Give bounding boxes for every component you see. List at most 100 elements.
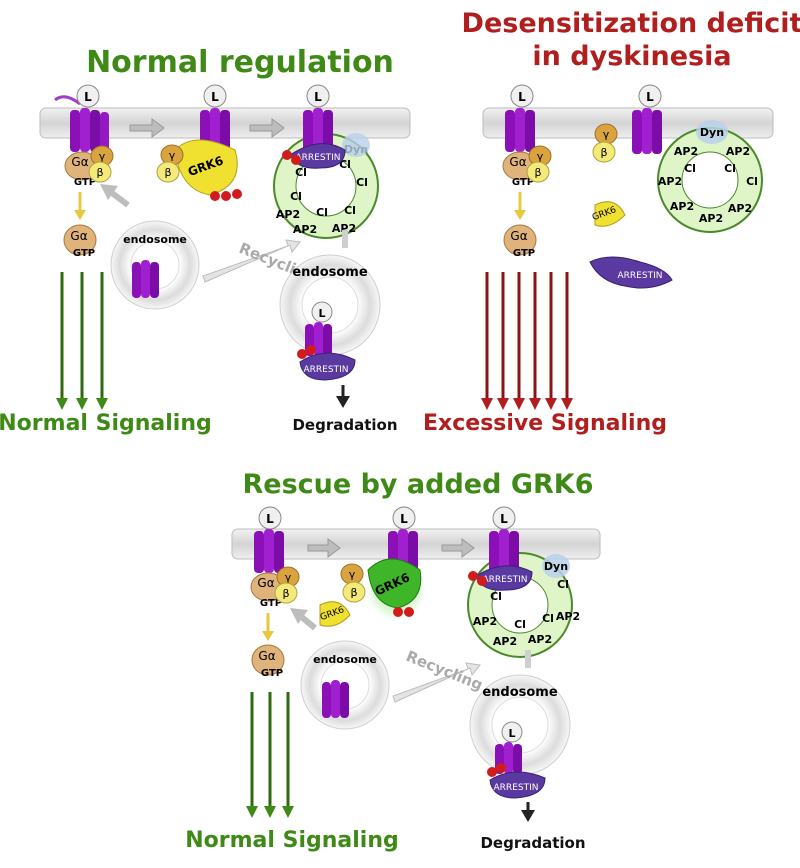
ligand-icon — [76, 84, 100, 108]
svg-text:AP2: AP2 — [473, 615, 497, 628]
arrow-degradation-normal — [336, 396, 350, 408]
g-beta-gamma-rescue: γ β — [340, 563, 366, 603]
signaling-arrows-excessive — [481, 272, 573, 410]
label-degradation-rescue: Degradation — [480, 834, 585, 852]
svg-text:AP2: AP2 — [556, 610, 580, 623]
svg-text:γ: γ — [537, 150, 544, 163]
svg-text:Gα: Gα — [258, 649, 275, 663]
svg-text:Cl: Cl — [724, 162, 736, 175]
arrow-recycling-rescue — [392, 662, 481, 703]
svg-text:γ: γ — [99, 150, 106, 163]
g-protein-dyskinesia: Gα GTP γ β — [502, 145, 552, 188]
svg-text:AP2: AP2 — [658, 175, 682, 188]
svg-text:GTP: GTP — [513, 248, 535, 259]
clathrin-pit-dyskinesia: Dyn AP2 AP2 AP2 Cl AP2 AP2 AP2 Cl Cl — [657, 120, 763, 233]
svg-text:β: β — [534, 166, 541, 179]
arrow-recycling-normal — [202, 239, 301, 283]
svg-text:ARRESTIN: ARRESTIN — [304, 365, 349, 375]
svg-text:endosome: endosome — [313, 653, 377, 666]
svg-text:Cl: Cl — [339, 158, 351, 171]
label-degradation-normal: Degradation — [292, 416, 397, 434]
receptor-1-dyskinesia: L — [505, 84, 535, 152]
svg-text:ARRESTIN: ARRESTIN — [296, 153, 341, 163]
g-alpha-free-dyskinesia — [503, 224, 537, 256]
svg-text:Cl: Cl — [356, 176, 368, 189]
svg-text:Gα: Gα — [510, 229, 527, 243]
title-rescue: Rescue by added GRK6 — [242, 469, 593, 500]
svg-text:AP2: AP2 — [276, 208, 300, 221]
arrow-step-1 — [129, 118, 165, 138]
arrestin-free-dyskinesia: ARRESTIN — [589, 256, 673, 289]
title-dyskinesia-line1: Desensitization deficit — [462, 8, 800, 39]
svg-text:ARRESTIN: ARRESTIN — [494, 783, 539, 793]
svg-text:β: β — [96, 166, 103, 179]
svg-text:Cl: Cl — [684, 162, 696, 175]
svg-text:Gα: Gα — [509, 155, 526, 169]
label-normal-signaling: Normal Signaling — [0, 411, 212, 436]
svg-text:GTP: GTP — [260, 598, 282, 609]
signaling-arrows-rescue — [246, 692, 294, 818]
g-beta-gamma-normal: γ β — [156, 144, 184, 183]
receptor-2-dyskinesia: L — [632, 84, 662, 154]
svg-text:L: L — [400, 512, 408, 526]
svg-text:Dyn: Dyn — [544, 560, 568, 573]
svg-text:Cl: Cl — [316, 206, 328, 219]
arrow-recycle-up-rescue — [290, 608, 308, 624]
svg-text:AP2: AP2 — [293, 223, 317, 236]
svg-text:L: L — [500, 512, 508, 526]
svg-text:endosome: endosome — [292, 265, 368, 280]
signaling-arrows-normal — [56, 272, 108, 410]
svg-text:ARRESTIN: ARRESTIN — [618, 271, 663, 281]
svg-text:AP2: AP2 — [332, 222, 356, 235]
receptor-endosome-big-rescue: L ARRESTIN — [487, 721, 546, 799]
arrow-recycle-up-normal — [100, 184, 118, 200]
svg-text:L: L — [314, 90, 322, 104]
receptor-3-arrestin-normal: L ARRESTIN — [282, 84, 346, 169]
svg-text:Gα: Gα — [257, 576, 274, 590]
arrow-step-1-rescue — [307, 538, 341, 558]
label-excessive-signaling: Excessive Signaling — [423, 411, 667, 436]
arrow-step-2 — [249, 118, 285, 138]
svg-text:Cl: Cl — [514, 618, 526, 631]
g-beta-gamma-dyskinesia: γ β — [592, 123, 618, 163]
svg-text:Dyn: Dyn — [700, 126, 724, 139]
svg-text:Cl: Cl — [746, 175, 758, 188]
svg-text:endosome: endosome — [123, 233, 187, 246]
svg-text:GTP: GTP — [73, 248, 95, 259]
svg-text:γ: γ — [603, 128, 610, 141]
svg-text:GTP: GTP — [261, 668, 283, 679]
svg-text:Gα: Gα — [70, 229, 87, 243]
receptor-3-arrestin-rescue: L ARRESTIN — [468, 506, 533, 591]
svg-text:AP2: AP2 — [699, 212, 723, 225]
svg-text:γ: γ — [285, 571, 292, 584]
svg-text:ARRESTIN: ARRESTIN — [483, 575, 528, 585]
svg-text:Cl: Cl — [557, 578, 569, 591]
svg-text:AP2: AP2 — [726, 145, 750, 158]
grk6-added-rescue — [319, 601, 351, 627]
svg-text:Cl: Cl — [295, 166, 307, 179]
svg-text:β: β — [164, 166, 171, 179]
svg-text:β: β — [350, 586, 357, 599]
svg-text:AP2: AP2 — [493, 635, 517, 648]
g-protein-normal: Gα GTP γ β — [64, 145, 114, 188]
arrow-step-2-rescue — [441, 538, 475, 558]
svg-text:β: β — [282, 587, 289, 600]
svg-text:GTP: GTP — [512, 177, 534, 188]
receptor-endosome-small-rescue — [322, 680, 349, 718]
label-normal-signaling-rescue: Normal Signaling — [185, 828, 398, 853]
svg-text:L: L — [508, 727, 515, 740]
g-alpha-free-rescue — [251, 644, 285, 676]
svg-text:Cl: Cl — [542, 612, 554, 625]
svg-text:L: L — [518, 90, 526, 104]
svg-text:endosome: endosome — [482, 685, 558, 700]
svg-text:L: L — [84, 90, 92, 104]
svg-text:AP2: AP2 — [528, 633, 552, 646]
svg-text:γ: γ — [169, 149, 176, 162]
svg-text:Cl: Cl — [290, 190, 302, 203]
svg-text:γ: γ — [349, 568, 356, 581]
receptor-endosome-big-normal: L ARRESTIN — [297, 301, 356, 381]
svg-text:Cl: Cl — [490, 590, 502, 603]
svg-text:β: β — [600, 146, 607, 159]
